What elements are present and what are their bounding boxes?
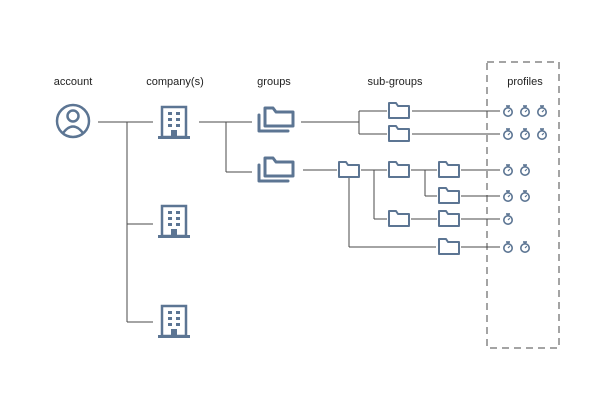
profile-stopwatch-icon — [536, 128, 548, 140]
profiles-icons — [502, 105, 548, 253]
profile-stopwatch-icon — [519, 164, 531, 176]
profile-stopwatch-icon — [536, 105, 548, 117]
header-account: account — [54, 76, 93, 88]
company-building-icon — [156, 304, 192, 340]
group-folders-icon — [257, 156, 295, 183]
subgroup-folder-icon — [338, 161, 360, 178]
subgroup-folder-icon — [438, 210, 460, 227]
subgroup-folder-icon — [388, 210, 410, 227]
profile-stopwatch-icon — [519, 128, 531, 140]
profile-stopwatch-icon — [502, 105, 514, 117]
profile-stopwatch-icon — [502, 241, 514, 253]
connector-lines — [98, 110, 500, 323]
subgroup-folder-icon — [388, 102, 410, 119]
profile-stopwatch-icon — [502, 190, 514, 202]
subgroup-folder-icon — [438, 161, 460, 178]
profile-stopwatch-icon — [502, 213, 514, 225]
group-folders-icon — [257, 106, 295, 133]
profile-stopwatch-icon — [502, 128, 514, 140]
company-building-icon — [156, 204, 192, 240]
account-user-circle-icon — [55, 103, 91, 139]
header-profiles: profiles — [507, 76, 543, 88]
profiles-box — [486, 61, 560, 349]
header-subgroups: sub-groups — [367, 76, 423, 88]
subgroup-folder-icon — [388, 125, 410, 142]
header-companies: company(s) — [146, 76, 203, 88]
profile-stopwatch-icon — [519, 241, 531, 253]
profile-stopwatch-icon — [519, 190, 531, 202]
header-groups: groups — [257, 76, 291, 88]
subgroup-folder-icon — [438, 187, 460, 204]
subgroup-folder-icon — [388, 161, 410, 178]
company-building-icon — [156, 105, 192, 141]
subgroup-folder-icon — [438, 238, 460, 255]
profile-stopwatch-icon — [502, 164, 514, 176]
profile-stopwatch-icon — [519, 105, 531, 117]
